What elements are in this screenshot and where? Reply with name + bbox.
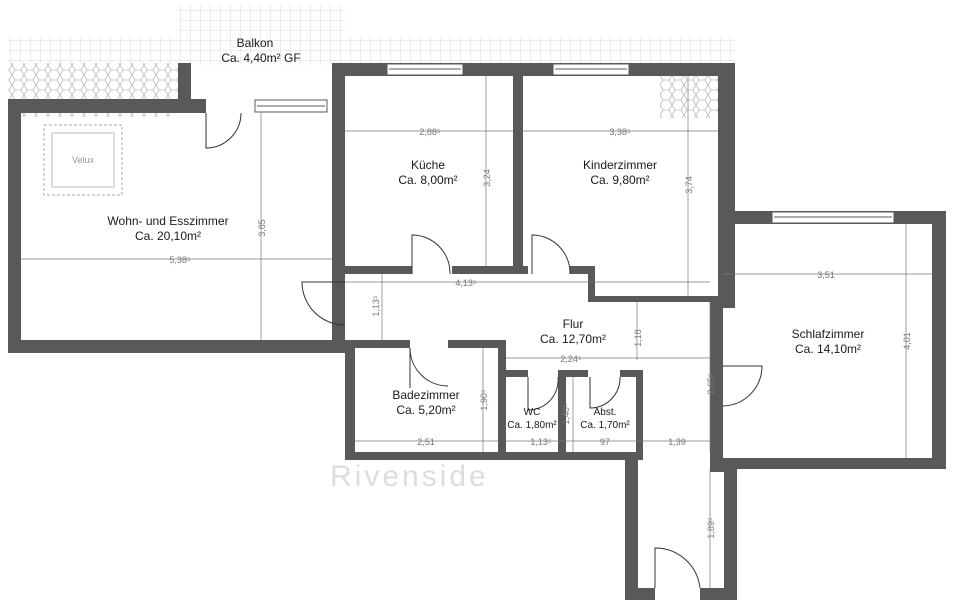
dim-wc-height: 1,40⁵ <box>561 403 571 425</box>
room-name-flur: Flur <box>563 317 584 331</box>
room-name-kinder: Kinderzimmer <box>583 158 657 172</box>
dim-hall-height: 2,65⁵ <box>706 373 716 395</box>
room-name-balkon: Balkon <box>237 36 274 50</box>
dim-bad-width: 2,51 <box>417 437 435 447</box>
dim-flur-width: 4,13⁵ <box>455 278 477 288</box>
dim-wc-width: 1,13⁵ <box>530 437 552 447</box>
room-area-kinder: Ca. 9,80m² <box>590 173 649 187</box>
dim-kueche-height: 3,24 <box>482 169 492 187</box>
room-labels: Balkon Ca. 4,40m² GF Wohn- und Esszimmer… <box>107 36 864 431</box>
dim-kinder-height: 3,74 <box>684 176 694 194</box>
room-area-flur: Ca. 12,70m² <box>540 332 606 346</box>
dim-flur-height-2: 1,18 <box>633 329 643 347</box>
dimension-lines <box>21 76 932 588</box>
room-area-abst: Ca. 1,70m² <box>580 420 630 431</box>
dim-schlaf-height: 4,01 <box>902 332 912 350</box>
room-area-bad: Ca. 5,20m² <box>396 403 455 417</box>
dim-flur-height: 1,13⁵ <box>371 295 381 317</box>
room-area-wohnen: Ca. 20,10m² <box>135 229 201 243</box>
dim-bad-height: 1,90⁵ <box>479 389 489 411</box>
room-name-wc: WC <box>524 407 541 418</box>
dim-entry-height: 1,89⁵ <box>706 517 716 539</box>
room-area-kueche: Ca. 8,00m² <box>398 173 457 187</box>
room-name-abst: Abst. <box>594 407 617 418</box>
room-area-schlaf: Ca. 14,10m² <box>795 342 861 356</box>
room-name-schlaf: Schlafzimmer <box>792 327 865 341</box>
room-name-kueche: Küche <box>411 158 445 172</box>
velux-skylight: Velux <box>43 124 123 196</box>
dim-wohnen-height: 3,85 <box>257 219 267 237</box>
room-area-balkon: Ca. 4,40m² GF <box>221 51 300 65</box>
dim-wohnen-width: 5,38⁵ <box>169 255 191 265</box>
dim-hall-width: 1,39 <box>668 437 686 447</box>
dim-kinder-width: 3,38⁵ <box>609 127 631 137</box>
dim-flur-center: 2,24⁵ <box>560 354 582 364</box>
watermark: Rivenside <box>330 460 489 493</box>
dim-schlaf-width: 3,51 <box>817 270 835 280</box>
room-name-bad: Badezimmer <box>392 388 459 402</box>
doors <box>205 112 763 589</box>
dimension-labels: 2,88⁵ 3,24 3,38⁵ 3,74 5,38⁵ 3,85 4,13⁵ 1… <box>169 127 912 539</box>
room-area-wc: Ca. 1,80m² <box>507 420 557 431</box>
velux-label: Velux <box>72 155 95 165</box>
windows <box>254 63 895 224</box>
dim-kueche-width: 2,88⁵ <box>419 127 441 137</box>
dim-abst-width: 97 <box>600 437 610 447</box>
room-name-wohnen: Wohn- und Esszimmer <box>107 214 228 228</box>
